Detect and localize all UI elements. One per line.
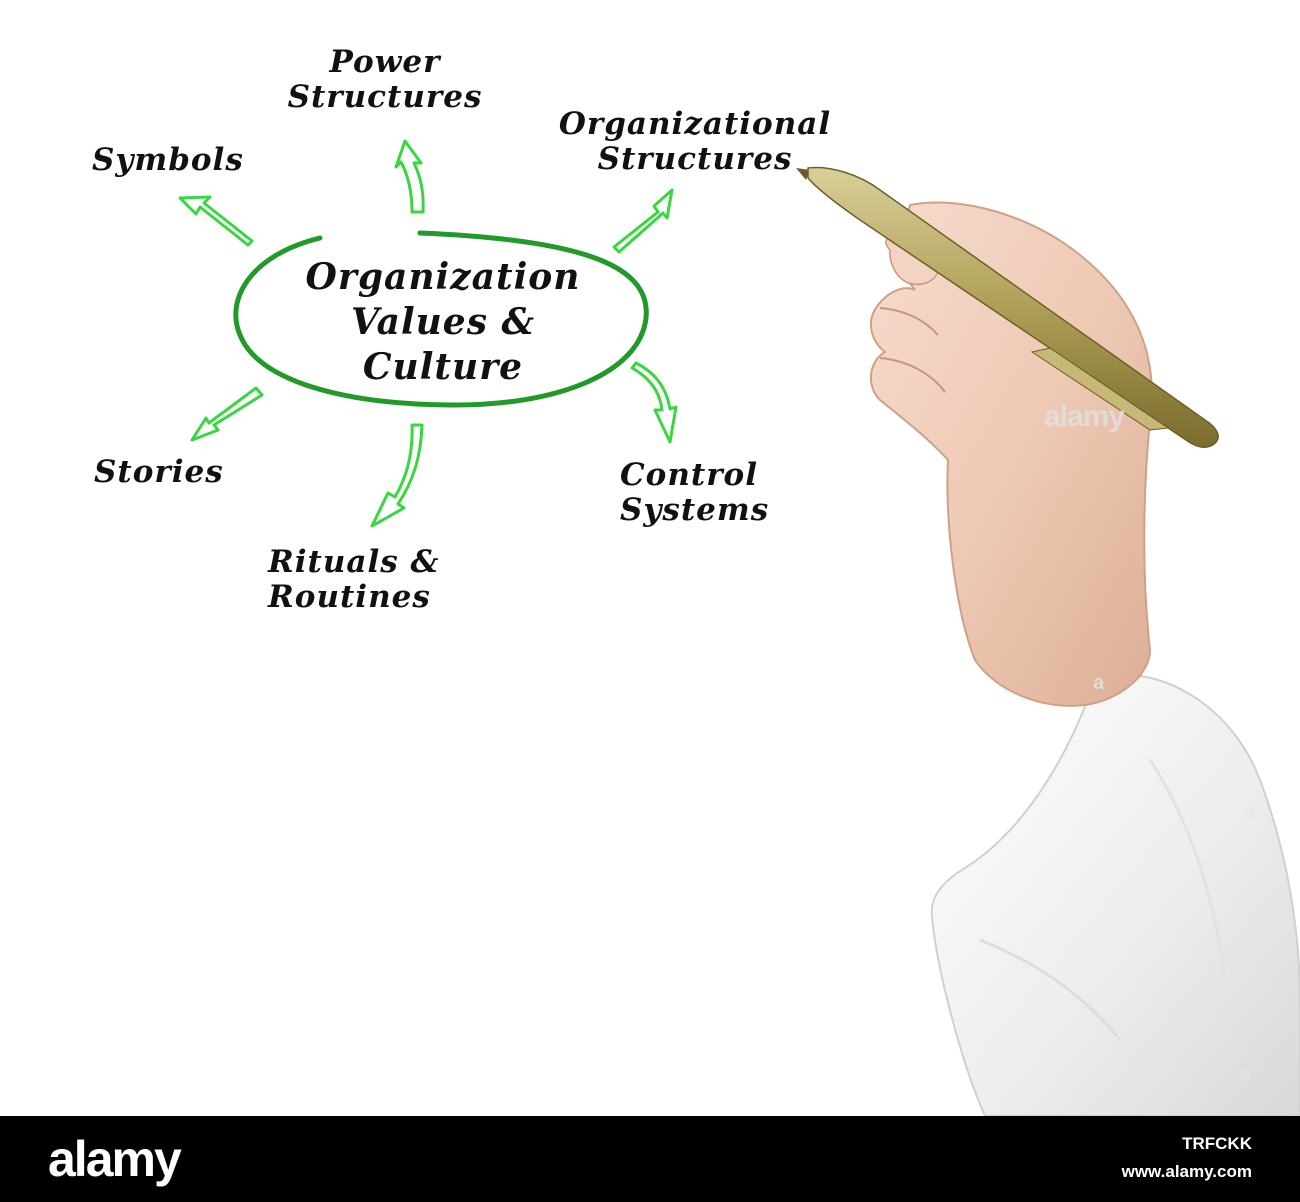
- watermark-mark: a: [1243, 800, 1255, 822]
- watermark-mark: a: [1093, 672, 1105, 694]
- footer-logo: alamy: [48, 1131, 182, 1187]
- node-label-line: Routines: [268, 578, 431, 615]
- watermark-mark: a: [1240, 1064, 1252, 1086]
- node-control-systems: Control Systems: [620, 458, 769, 527]
- node-label-line: Symbols: [92, 142, 244, 178]
- sleeve-image: [930, 673, 1300, 1116]
- center-label-line: Values &: [350, 301, 535, 343]
- node-organizational-structures: Organizational Structures: [525, 107, 865, 176]
- node-label-line: Organizational: [558, 106, 832, 142]
- footer-bar: alamy TRFCKK www.alamy.com: [0, 1116, 1300, 1202]
- pen-image: [796, 166, 1219, 448]
- hand-image: [869, 201, 1153, 707]
- arrow-to-symbols: [178, 195, 254, 247]
- footer-url: www.alamy.com: [1121, 1162, 1252, 1181]
- node-label-line: Stories: [94, 454, 224, 490]
- center-ellipse: [233, 230, 649, 408]
- arrow-to-control-systems: [630, 361, 678, 444]
- arrow-to-organizational-structures: [612, 188, 674, 254]
- node-label-line: Control: [620, 457, 758, 493]
- node-label-line: Systems: [620, 491, 770, 528]
- center-label: Organization Values & Culture: [268, 255, 618, 390]
- node-stories: Stories: [94, 455, 224, 490]
- arrow-to-rituals-routines: [370, 423, 424, 528]
- center-label-line: Organization: [305, 256, 581, 298]
- node-label-line: Power: [329, 44, 441, 80]
- node-label-line: Rituals &: [268, 544, 440, 580]
- center-label-line: Culture: [362, 346, 524, 388]
- arrow-to-power-structures: [394, 139, 425, 214]
- node-label-line: Structures: [597, 140, 793, 177]
- node-symbols: Symbols: [92, 143, 244, 178]
- arrow-to-stories: [190, 386, 264, 442]
- node-power-structures: Power Structures: [270, 45, 500, 114]
- image-id: TRFCKK: [1182, 1134, 1252, 1153]
- node-label-line: Structures: [287, 78, 483, 115]
- watermark-text: alamy: [1044, 400, 1125, 433]
- node-rituals-routines: Rituals & Routines: [268, 545, 440, 614]
- diagram-canvas: Organization Values & Culture Power Stru…: [92, 44, 1300, 1116]
- diagram-graphics: [178, 139, 1300, 1116]
